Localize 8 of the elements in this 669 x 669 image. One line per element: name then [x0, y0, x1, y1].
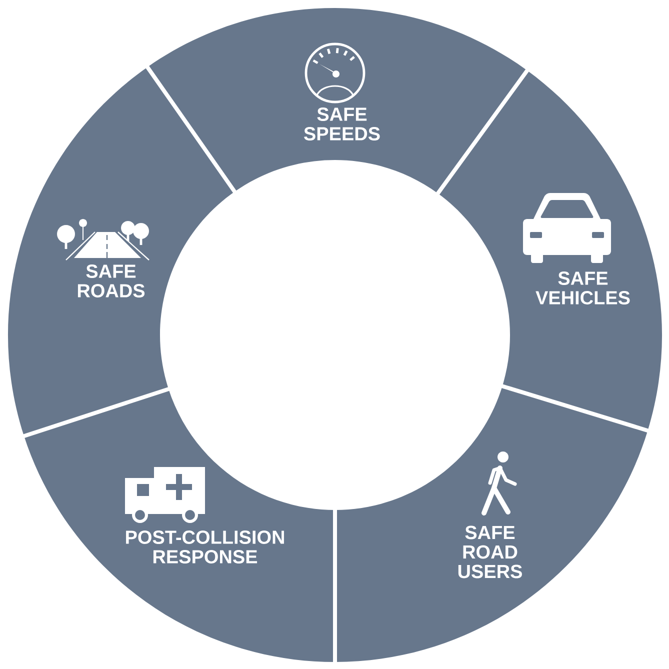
node-label: SAFE SPEEDS — [304, 108, 380, 140]
ring-segment: SAFE VEHICLES — [438, 70, 662, 431]
ring-segment: SAFE ROAD USERS — [335, 386, 648, 662]
ring-segment: SAFE ROADS — [8, 67, 235, 436]
ring-segment: SAFE SPEEDS — [147, 8, 528, 194]
node-label: SAFE VEHICLES — [536, 272, 630, 304]
ring-segment: POST-COLLISION RESPONSE — [24, 389, 335, 662]
node-label: SAFE ROADS — [78, 264, 145, 298]
